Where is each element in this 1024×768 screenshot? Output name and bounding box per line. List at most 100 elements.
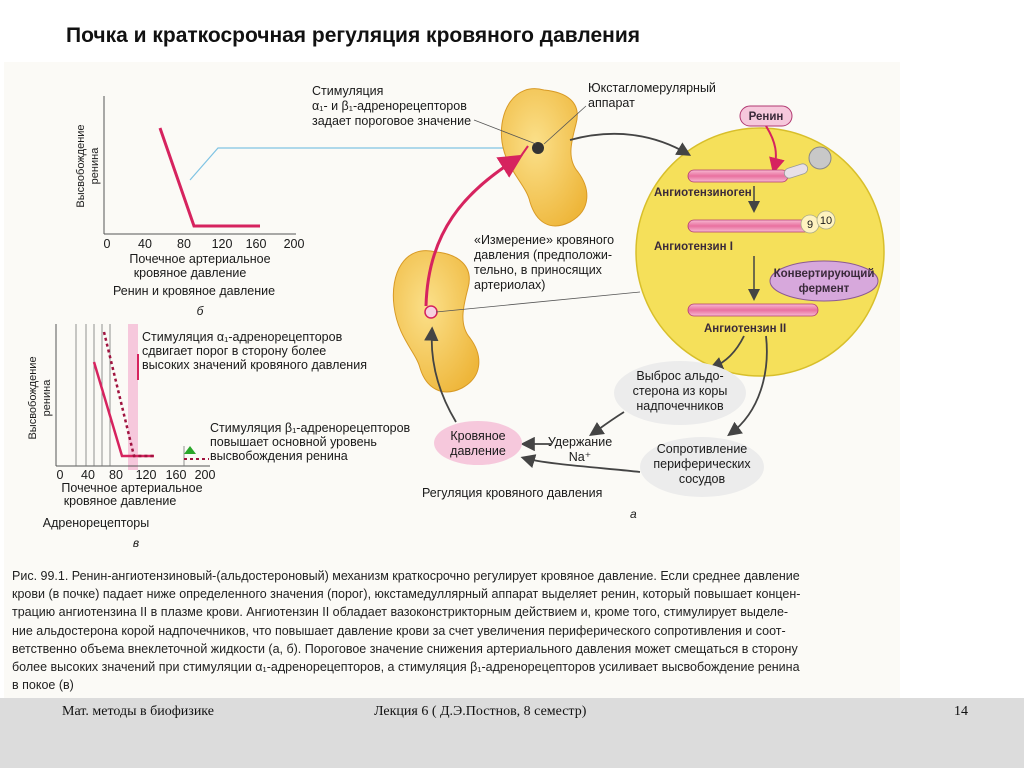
graph-b-tick: 160 bbox=[246, 237, 267, 251]
graph-adrenoreceptors: Высвобождение ренина 0 40 80 120 160 200… bbox=[27, 324, 215, 550]
ace-label-2: фермент bbox=[799, 283, 850, 295]
angiotensin-2-tube bbox=[687, 303, 819, 317]
resist-label-1: Сопротивление bbox=[657, 442, 748, 456]
aldo-label-3: надпочечников bbox=[636, 399, 724, 413]
caption-line: в покое (в) bbox=[12, 678, 74, 693]
resist-label-3: сосудов bbox=[679, 472, 726, 486]
graph-v-tick: 160 bbox=[166, 468, 187, 482]
caption-line: более высоких значений при стимуляции α₁… bbox=[12, 660, 800, 675]
threshold-pointer bbox=[473, 119, 537, 145]
graph-v-curve bbox=[92, 361, 154, 458]
footer-page-number: 14 bbox=[954, 704, 968, 719]
figure-svg: Высвобождение ренина 0 40 80 120 160 200… bbox=[27, 81, 885, 550]
slide-title: Почка и краткосрочная регуляция кровяног… bbox=[66, 24, 640, 47]
jga-pointer bbox=[543, 105, 587, 145]
beta-stim-label-1: Стимуляция β₁-адренорецепторов bbox=[210, 421, 411, 435]
measure-dot bbox=[424, 305, 438, 319]
regulation-label: Регуляция кровяного давления bbox=[422, 486, 602, 500]
slide-footer: Мат. методы в биофизике Лекция 6 ( Д.Э.П… bbox=[0, 698, 1024, 768]
renin-arrow bbox=[765, 125, 785, 174]
caption-line: ветственно объема внеклеточной жидкости … bbox=[12, 641, 798, 656]
caption-line: трацию ангиотензина II в плазме крови. А… bbox=[12, 605, 789, 620]
jga-dot bbox=[532, 142, 544, 154]
graph-b-tick: 40 bbox=[138, 237, 152, 251]
graph-b-xlabel-2: кровяное давление bbox=[134, 266, 247, 280]
angiotensinogen-label: Ангиотензиноген bbox=[654, 187, 752, 199]
graph-renin-pressure: Высвобождение ренина 0 40 80 120 160 200… bbox=[75, 96, 304, 318]
aa-10-label: 10 bbox=[820, 215, 832, 227]
angiotensin-1-tube bbox=[687, 219, 811, 233]
graph-v-tick: 40 bbox=[81, 468, 95, 482]
aa-10 bbox=[816, 210, 836, 230]
footer-course: Мат. методы в биофизике bbox=[62, 704, 214, 719]
aa-9-label: 9 bbox=[807, 219, 813, 231]
bp-label-1: Кровяное bbox=[450, 429, 505, 443]
graph-v-tick: 80 bbox=[109, 468, 123, 482]
graph-b-tick: 0 bbox=[104, 237, 111, 251]
bp-bubble bbox=[434, 421, 522, 465]
measure-label-3: тельно, в приносящих bbox=[474, 263, 603, 277]
graph-b-tick: 80 bbox=[177, 237, 191, 251]
bp-to-kidney-arrow bbox=[424, 326, 457, 423]
aldo-bubble bbox=[614, 361, 746, 425]
na-label-2: Na⁺ bbox=[569, 450, 592, 464]
jga-label-1: Юкстагломерулярный bbox=[588, 81, 716, 95]
alpha-stim-label-2: сдвигает порог в сторону более bbox=[142, 344, 326, 358]
a2-to-resist-arrow bbox=[727, 335, 768, 437]
caption-line: ние альдостерона корой надпочечников, чт… bbox=[12, 623, 786, 638]
graph-b-xlabel-1: Почечное артериальное bbox=[129, 252, 270, 266]
kidney-upper bbox=[500, 88, 588, 227]
na-label-1: Удержание bbox=[548, 435, 612, 449]
graph-b-tick: 200 bbox=[284, 237, 305, 251]
aldo-to-na-arrow bbox=[589, 411, 625, 436]
jga-label-2: аппарат bbox=[588, 96, 635, 110]
angiotensin-1-label: Ангиотензин I bbox=[654, 241, 733, 253]
angiotensin-2-label: Ангиотензин II bbox=[704, 323, 786, 335]
caption-line: крови (в почке) падает ниже определенног… bbox=[12, 587, 801, 602]
measure-label-4: артериолах) bbox=[474, 278, 545, 292]
ace-bubble bbox=[769, 260, 879, 302]
bp-label-2: давление bbox=[450, 444, 506, 458]
measure-label-2: давления (предположи- bbox=[474, 248, 612, 262]
threshold-label-1: Стимуляция bbox=[312, 84, 383, 98]
renin-label: Ренин bbox=[749, 111, 784, 123]
figure-caption: Рис. 99.1. Ренин-ангиотензиновый-(альдос… bbox=[12, 567, 892, 694]
resist-bubble bbox=[640, 437, 764, 497]
angiotensinogen-tube bbox=[687, 169, 789, 183]
graph-b-title: Ренин и кровяное давление bbox=[113, 284, 275, 298]
alpha-stim-label-3: высоких значений кровяного давления bbox=[142, 358, 367, 372]
graph-v-xlabel-1: Почечное артериальное bbox=[61, 481, 202, 495]
aldo-label-1: Выброс альдо- bbox=[636, 369, 723, 383]
measure-label-1: «Измерение» кровяного bbox=[474, 233, 614, 247]
measure-pointer bbox=[435, 291, 641, 313]
graph-v-shift-band bbox=[128, 324, 138, 470]
graph-b-tick: 120 bbox=[212, 237, 233, 251]
graph-v-curve-shifted bbox=[102, 331, 154, 458]
graph-v-tick: 120 bbox=[136, 468, 157, 482]
threshold-connector bbox=[189, 147, 532, 181]
graph-b-letter: б bbox=[197, 304, 205, 318]
caption-line: Рис. 99.1. Ренин-ангиотензиновый-(альдос… bbox=[12, 569, 800, 583]
footer-lecture: Лекция 6 ( Д.Э.Постнов, 8 семестр) bbox=[374, 704, 587, 719]
alpha-stim-label-1: Стимуляция α₁-адренорецепторов bbox=[142, 330, 343, 344]
graph-b-ylabel-1: Высвобождение bbox=[75, 124, 87, 207]
graph-v-tick: 200 bbox=[195, 468, 216, 482]
threshold-label-2: α₁- и β₁-адренорецепторов bbox=[312, 99, 467, 113]
ace-label-1: Конвертирующий bbox=[774, 268, 875, 280]
graph-v-grid bbox=[75, 324, 185, 466]
graph-v-beta-arrow bbox=[184, 446, 196, 454]
graph-b-ylabel-2: ренина bbox=[89, 147, 101, 185]
letter-a: а bbox=[630, 507, 637, 521]
aldo-label-2: стерона из коры bbox=[633, 384, 728, 398]
threshold-label-3: задает пороговое значение bbox=[312, 114, 471, 128]
graph-v-title: Адренорецепторы bbox=[43, 516, 150, 530]
graph-v-ylabel-2: ренина bbox=[41, 379, 53, 417]
resist-label-2: периферических bbox=[653, 457, 751, 471]
threshold-tick bbox=[520, 145, 529, 157]
kidney-lower bbox=[392, 250, 480, 393]
graph-v-xlabel-2: кровяное давление bbox=[64, 494, 177, 508]
angiotensinogen-tail bbox=[783, 163, 809, 179]
graph-v-tick: 0 bbox=[57, 468, 64, 482]
red-pressure-arrow bbox=[424, 154, 524, 307]
beta-stim-label-3: высвобождения ренина bbox=[210, 449, 348, 463]
